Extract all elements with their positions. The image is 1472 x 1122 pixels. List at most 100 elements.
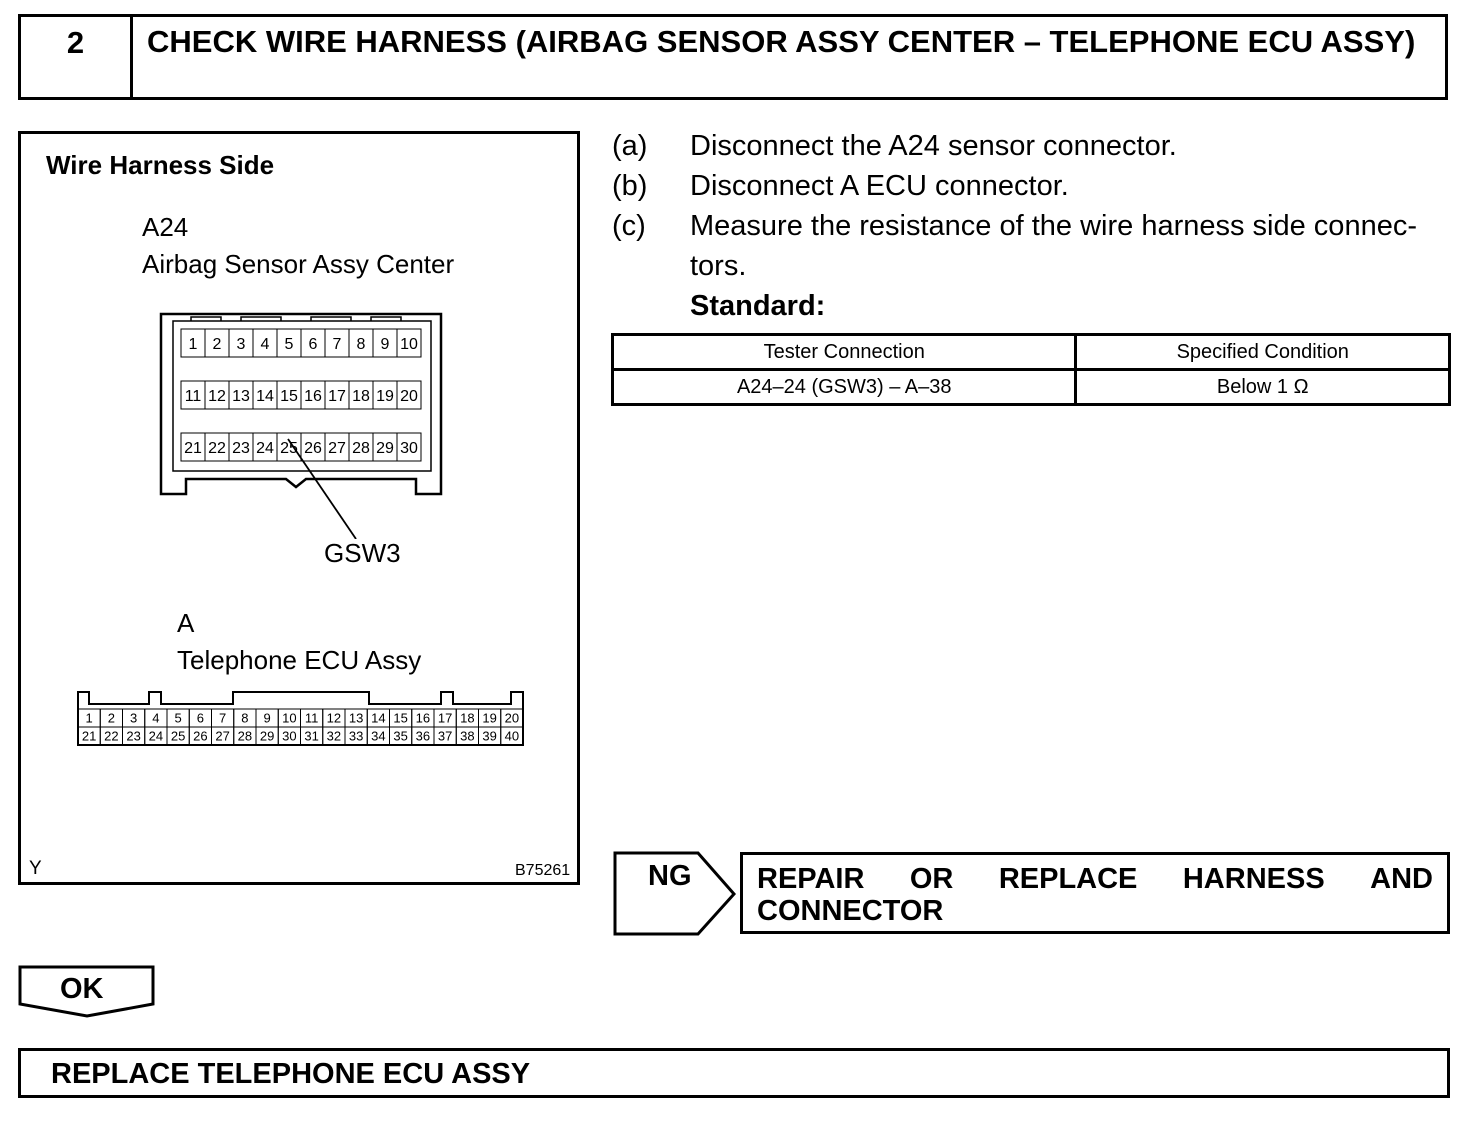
terminal-number: 35 (393, 729, 407, 744)
terminal-number: 18 (460, 711, 474, 726)
terminal-number: 32 (327, 729, 341, 744)
terminal-number: 1 (189, 336, 198, 353)
terminal-number: 9 (264, 711, 271, 726)
terminal-number: 30 (282, 729, 296, 744)
terminal-number: 22 (104, 729, 118, 744)
terminal-number: 3 (130, 711, 137, 726)
terminal-number: 15 (280, 388, 298, 405)
terminal-cell (396, 328, 422, 358)
terminal-number: 16 (304, 388, 322, 405)
terminal-number: 14 (256, 388, 274, 405)
terminal-number: 10 (400, 336, 418, 353)
instruction-c-continued: tors. (690, 250, 747, 282)
terminal-number: 7 (333, 336, 342, 353)
terminal-number: 19 (482, 711, 496, 726)
terminal-number: 28 (352, 440, 370, 457)
terminal-number: 16 (416, 711, 430, 726)
final-action-text: REPLACE TELEPHONE ECU ASSY (51, 1058, 531, 1090)
ng-result-box: REPAIR OR REPLACE HARNESS AND CONNECTOR (740, 852, 1450, 934)
terminal-number: 38 (460, 729, 474, 744)
terminal-cell (396, 432, 422, 462)
terminal-number: 19 (376, 388, 394, 405)
terminal-number: 18 (352, 388, 370, 405)
table-row: A24–24 (GSW3) – A–38 Below 1 Ω (610, 368, 1451, 406)
terminal-number: 34 (371, 729, 385, 744)
ok-arrow-box (18, 965, 155, 1018)
connector2-code: A (177, 608, 195, 638)
wiring-figure: Wire Harness Side A24 Airbag Sensor Assy… (18, 131, 580, 885)
terminal-number: 2 (108, 711, 115, 726)
table-cell: A24–24 (GSW3) – A–38 (610, 368, 1078, 406)
instruction-a: (a) Disconnect the A24 sensor connector. (612, 130, 1177, 162)
figure-corner-letter: Y (29, 858, 42, 879)
terminal-number: 11 (305, 711, 319, 726)
table-header: Specified Condition (1074, 333, 1451, 371)
terminal-number: 31 (304, 729, 318, 744)
instructions: (a) Disconnect the A24 sensor connector.… (612, 126, 1457, 326)
connector1-code: A24 (142, 212, 189, 242)
terminal-number: 9 (381, 336, 390, 353)
table-header-row: Tester Connection Specified Condition (610, 333, 1451, 371)
ng-label: NG (648, 860, 692, 892)
ng-result-line1: REPAIR OR REPLACE HARNESS AND (757, 863, 1433, 895)
terminal-number: 33 (349, 729, 363, 744)
terminal-number: 29 (260, 729, 274, 744)
ng-arrow-box (613, 851, 737, 936)
terminal-number: 14 (371, 711, 385, 726)
terminal-number: 25 (280, 440, 298, 457)
terminal-number: 8 (241, 711, 248, 726)
figure-id: B75261 (515, 862, 571, 879)
terminal-number: 26 (304, 440, 322, 457)
terminal-number: 20 (400, 388, 418, 405)
standard-label: Standard: (690, 290, 826, 322)
step-title: CHECK WIRE HARNESS (AIRBAG SENSOR ASSY C… (147, 24, 1416, 59)
terminal-number: 13 (232, 388, 250, 405)
terminal-number: 27 (215, 729, 229, 744)
terminal-number: 17 (438, 711, 452, 726)
terminal-number: 20 (505, 711, 519, 726)
terminal-number: 23 (232, 440, 250, 457)
terminal-number: 29 (376, 440, 394, 457)
terminal-number: 12 (327, 711, 341, 726)
ok-label: OK (60, 973, 104, 1005)
table-header: Tester Connection (610, 333, 1078, 371)
terminal-number: 6 (309, 336, 318, 353)
terminal-number: 7 (219, 711, 226, 726)
terminal-number: 27 (328, 440, 346, 457)
terminal-number: 24 (149, 729, 163, 744)
terminal-number: 24 (256, 440, 274, 457)
terminal-number: 8 (357, 336, 366, 353)
terminal-number: 22 (208, 440, 226, 457)
terminal-number: 36 (416, 729, 430, 744)
terminal-number: 2 (213, 336, 222, 353)
terminal-number: 10 (282, 711, 296, 726)
terminal-number: 17 (328, 388, 346, 405)
figure-heading: Wire Harness Side (46, 150, 275, 180)
terminal-number: 11 (185, 388, 202, 405)
spec-table: Tester Connection Specified Condition A2… (610, 333, 1451, 406)
instruction-b: (b) Disconnect A ECU connector. (612, 170, 1069, 202)
terminal-cell (396, 380, 422, 410)
table-cell: Below 1 Ω (1074, 368, 1451, 406)
terminal-number: 37 (438, 729, 452, 744)
terminal-number: 6 (197, 711, 204, 726)
terminal-number: 15 (393, 711, 407, 726)
terminal-number: 4 (261, 336, 270, 353)
terminal-cell (500, 726, 524, 746)
terminal-number: 21 (82, 729, 96, 744)
terminal-number: 4 (152, 711, 159, 726)
terminal-number: 12 (208, 388, 226, 405)
terminal-number: 39 (482, 729, 496, 744)
terminal-number: 40 (505, 729, 519, 744)
instruction-c: (c) Measure the resistance of the wire h… (612, 210, 1417, 242)
ng-result-line2: CONNECTOR (757, 895, 944, 927)
terminal-number: 13 (349, 711, 363, 726)
step-number: 2 (21, 17, 133, 97)
terminal-number: 5 (175, 711, 182, 726)
connector1-name: Airbag Sensor Assy Center (142, 249, 455, 279)
terminal-number: 28 (238, 729, 252, 744)
